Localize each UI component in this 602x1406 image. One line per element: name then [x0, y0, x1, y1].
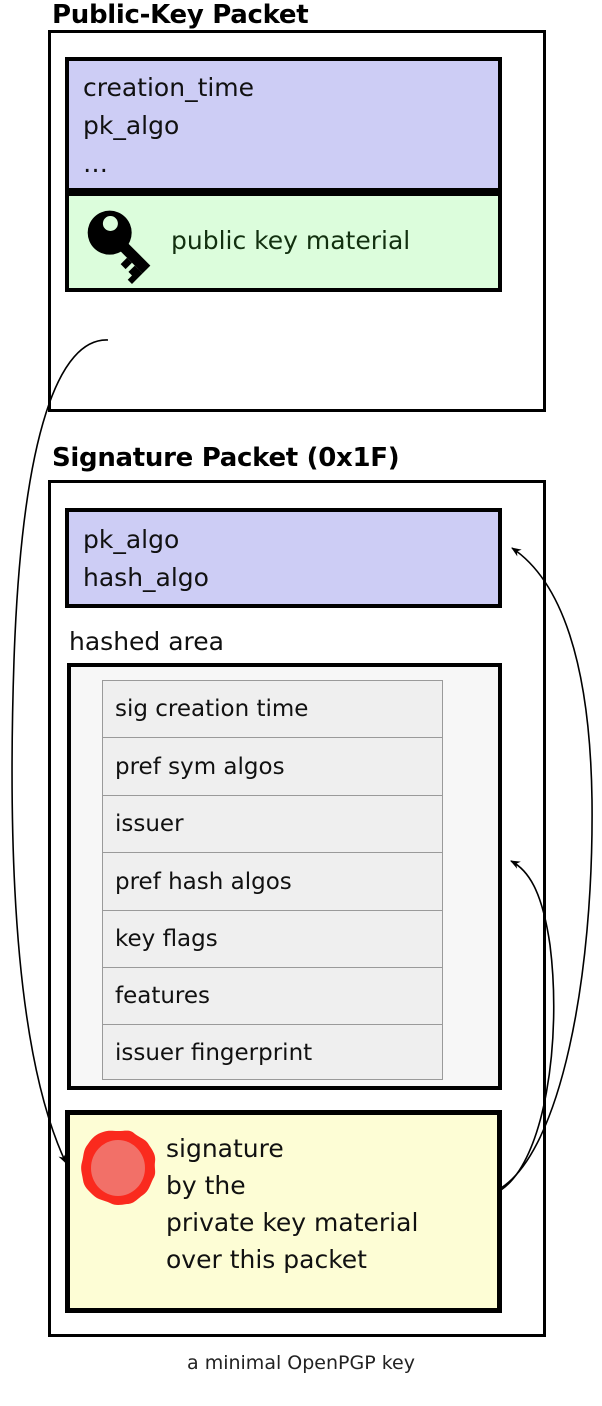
key-icon — [75, 198, 167, 290]
hashed-area-label: hashed area — [69, 627, 224, 656]
subpacket-row: issuer fingerprint — [115, 1040, 313, 1066]
signature-fields-box: pk_algo hash_algo — [65, 508, 502, 608]
diagram-caption: a minimal OpenPGP key — [187, 1352, 415, 1374]
public-key-packet-title: Public-Key Packet — [52, 0, 309, 30]
subpacket-row: features — [103, 968, 442, 1025]
public-key-fields-box: creation_time pk_algo … — [65, 57, 502, 192]
public-key-fields-text: creation_time pk_algo … — [83, 73, 255, 178]
subpacket-row: pref hash algos — [103, 853, 442, 911]
subpacket-row: pref sym algos — [103, 738, 442, 796]
subpacket-row: key flags — [103, 911, 442, 968]
signature-fields-text: pk_algo hash_algo — [83, 525, 209, 592]
hashed-subpacket-list: sig creation time pref sym algos issuer … — [102, 680, 443, 1080]
signature-description: signature by the private key material ov… — [166, 1134, 419, 1274]
signature-packet-title: Signature Packet (0x1F) — [52, 443, 400, 473]
subpacket-row: sig creation time — [103, 681, 442, 738]
signature-value-box: signature by the private key material ov… — [65, 1110, 502, 1313]
subpacket-row: issuer — [103, 796, 442, 853]
wax-seal-icon — [78, 1127, 158, 1207]
public-key-material-label: public key material — [171, 226, 411, 255]
public-key-material-box: public key material — [65, 192, 502, 292]
hashed-area-box: sig creation time pref sym algos issuer … — [67, 663, 502, 1090]
